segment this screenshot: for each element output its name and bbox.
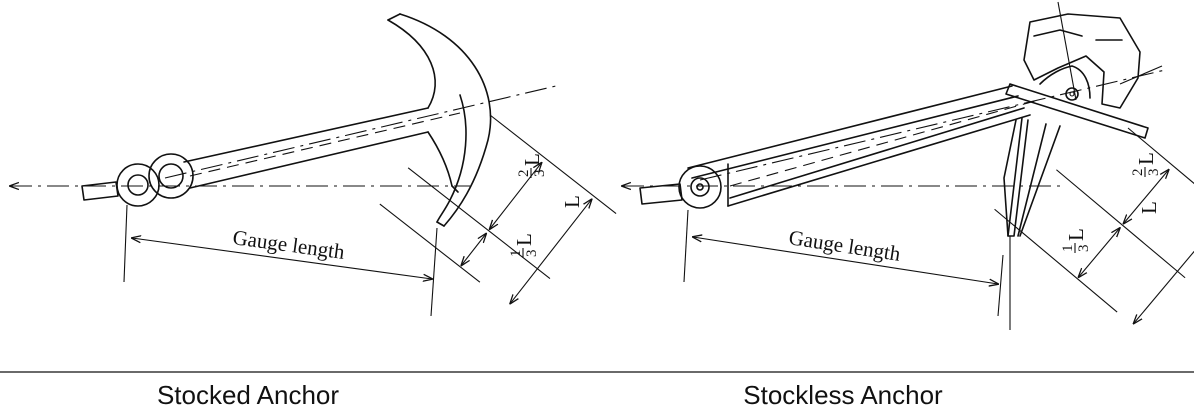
- svg-text:3: 3: [532, 170, 548, 178]
- gauge-length-label: Gauge length: [231, 225, 346, 264]
- svg-text:2: 2: [1130, 169, 1146, 177]
- shank-axis-line-right: [699, 69, 1166, 181]
- stocked-anchor-panel: Gauge length 2 3 L 1 3 L L: [10, 13, 617, 317]
- svg-text:L: L: [1064, 228, 1088, 241]
- gauge-length-dimension: [132, 238, 432, 279]
- svg-text:L: L: [1134, 152, 1158, 165]
- stockless-anchor-caption: Stockless Anchor: [743, 380, 943, 409]
- stocked-anchor-drawing: [81, 13, 492, 227]
- svg-text:L: L: [520, 153, 544, 166]
- two-thirds-L-label: 2 3 L: [516, 153, 548, 178]
- stockless-anchor-drawing: [639, 1, 1163, 330]
- stockless-anchor-panel: Gauge length 2 3 L 1 3 L L: [622, 1, 1194, 330]
- one-third-L-label-right: 1 3 L: [1060, 228, 1092, 253]
- svg-text:1: 1: [1060, 245, 1076, 253]
- svg-text:3: 3: [524, 250, 540, 258]
- L-label: L: [560, 195, 584, 208]
- L-label-right: L: [1137, 201, 1161, 214]
- svg-text:1: 1: [508, 250, 524, 258]
- stocked-anchor-caption: Stocked Anchor: [157, 380, 339, 409]
- two-thirds-L-label-right: 2 3 L: [1130, 152, 1162, 177]
- svg-text:3: 3: [1146, 169, 1162, 177]
- svg-text:3: 3: [1076, 245, 1092, 253]
- svg-text:L: L: [512, 233, 536, 246]
- shank-axis-line: [164, 84, 561, 179]
- svg-text:2: 2: [516, 170, 532, 178]
- gauge-length-dimension-right: [693, 237, 998, 284]
- one-third-L-label: 1 3 L: [508, 233, 540, 258]
